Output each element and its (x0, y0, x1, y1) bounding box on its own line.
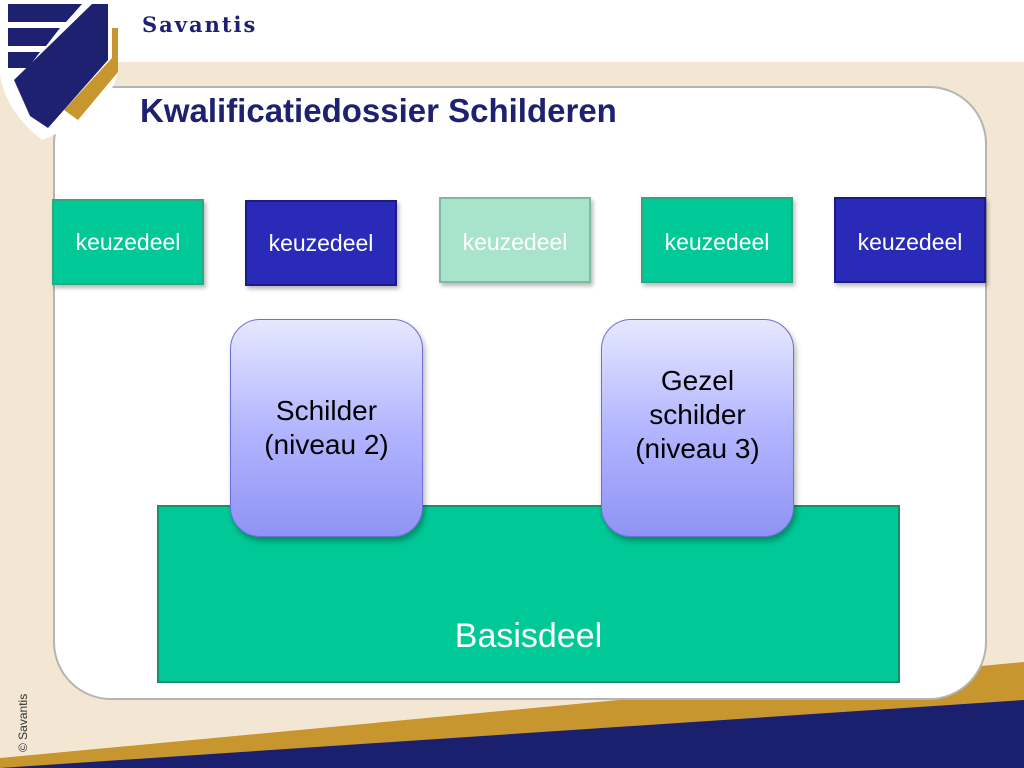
copyright-notice: © Savantis (16, 693, 30, 752)
keuzedeel-label: keuzedeel (462, 229, 568, 255)
brand-name: Savantis (142, 12, 258, 37)
keuzedeel-box-2: keuzedeel (245, 200, 397, 286)
profiel-line: Gezel (660, 365, 735, 396)
profiel-line: schilder (649, 399, 746, 430)
keuzedeel-label: keuzedeel (857, 229, 963, 255)
keuzedeel-label: keuzedeel (664, 229, 770, 255)
profiel-line: (niveau 2) (264, 429, 389, 460)
keuzedeel-box-4: keuzedeel (641, 197, 793, 283)
keuzedeel-box-1: keuzedeel (52, 199, 204, 285)
basisdeel-label: Basisdeel (454, 616, 603, 655)
keuzedeel-box-3: keuzedeel (439, 197, 591, 283)
profiel-gezel-schilder-niveau-3: Gezel schilder (niveau 3) (601, 319, 794, 537)
profiel-schilder-niveau-2: Schilder (niveau 2) (230, 319, 423, 537)
keuzedeel-label: keuzedeel (75, 228, 181, 255)
profiel-line: Schilder (275, 395, 378, 426)
profiel-line: (niveau 3) (635, 433, 760, 464)
savantis-logo-icon (0, 0, 118, 140)
keuzedeel-label: keuzedeel (268, 229, 374, 256)
keuzedeel-box-5: keuzedeel (834, 197, 986, 283)
page-title: Kwalificatiedossier Schilderen (140, 92, 617, 129)
